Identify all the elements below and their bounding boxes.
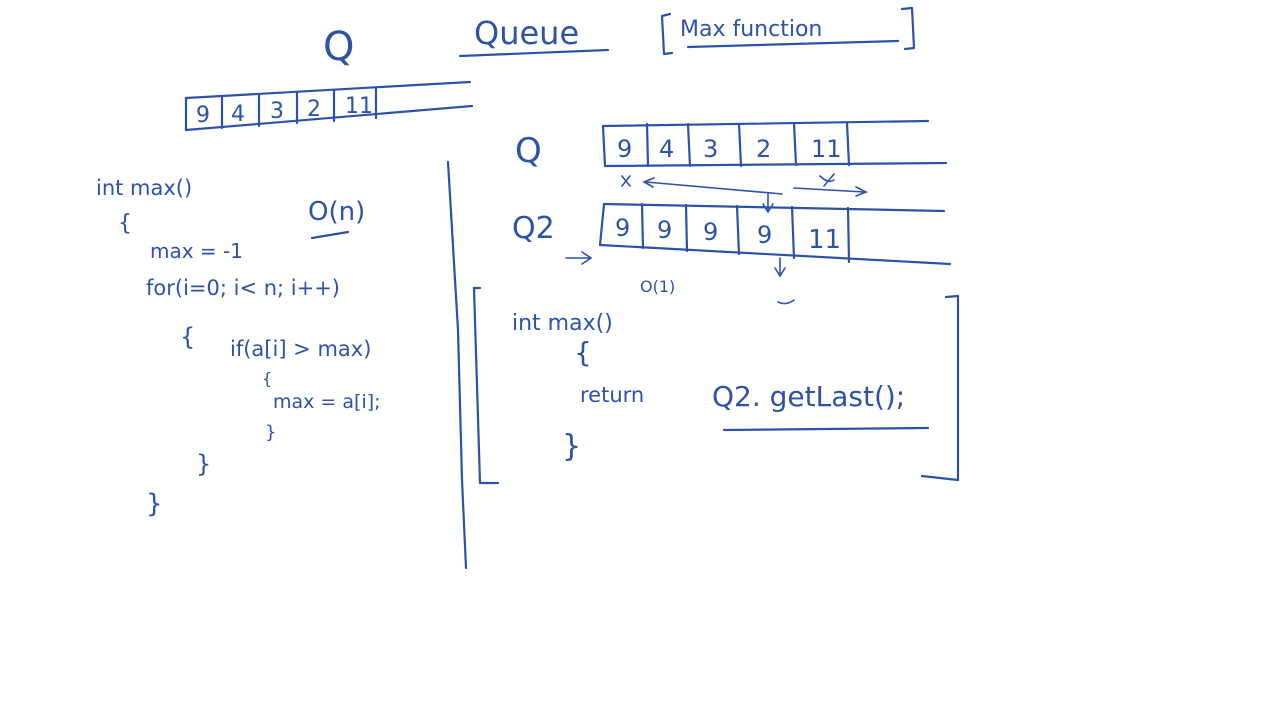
top-queue-array: 9 4 3 2 11 bbox=[184, 80, 474, 132]
optimized-code-block: O(1) int max() { return Q2. getLast(); } bbox=[472, 277, 960, 485]
q1-cell: 2 bbox=[756, 135, 771, 163]
right-arrow-line bbox=[793, 187, 865, 193]
code-line: int max() bbox=[96, 176, 192, 200]
top-queue-cell: 2 bbox=[307, 97, 321, 122]
code-right-bracket bbox=[920, 294, 960, 482]
q1-cell: 11 bbox=[811, 135, 842, 163]
code-line: { bbox=[262, 369, 272, 388]
code-line: if(a[i] > max) bbox=[230, 337, 371, 361]
top-queue-cell: 4 bbox=[231, 102, 245, 127]
q1-cell: 3 bbox=[703, 135, 718, 163]
small-mark-icon bbox=[777, 299, 795, 305]
subtitle-left-bracket bbox=[660, 12, 674, 56]
optimized-open-brace: { bbox=[574, 336, 592, 369]
q1-cell: 9 bbox=[617, 135, 632, 163]
arrow-down-icon bbox=[774, 257, 786, 278]
cross-mark-icon bbox=[819, 173, 835, 187]
optimized-return-keyword: return bbox=[580, 383, 644, 407]
code-line: } bbox=[146, 489, 163, 519]
q2-cell: 9 bbox=[757, 221, 772, 249]
q1-label: Q bbox=[515, 131, 542, 171]
optimized-complexity-label: O(1) bbox=[640, 277, 675, 296]
q2-array: Q2 9 9 9 9 11 bbox=[512, 202, 952, 305]
code-line: for(i=0; i< n; i++) bbox=[146, 276, 340, 300]
arrow-head-left-icon bbox=[642, 177, 655, 188]
naive-complexity-label: O(n) bbox=[308, 197, 365, 227]
section-divider bbox=[446, 160, 468, 570]
code-left-bracket bbox=[472, 286, 500, 485]
arrow-right-icon bbox=[565, 251, 593, 265]
header-subtitle: Max function bbox=[680, 17, 822, 42]
q2-cell: 9 bbox=[615, 214, 630, 242]
header-q-label: Q bbox=[323, 24, 354, 70]
code-line: } bbox=[196, 450, 211, 478]
q1-cell: 4 bbox=[659, 135, 674, 163]
return-expression-underline bbox=[722, 426, 930, 432]
code-line: max = -1 bbox=[150, 239, 243, 263]
code-line: max = a[i]; bbox=[273, 391, 381, 413]
header-title-underline bbox=[458, 48, 610, 58]
q2-cell: 9 bbox=[703, 218, 718, 246]
q2-cell: 9 bbox=[657, 216, 672, 244]
top-queue-cell: 9 bbox=[196, 103, 210, 128]
q1-array: Q 9 4 3 2 11 bbox=[515, 119, 948, 171]
header-title: Queue bbox=[474, 14, 579, 52]
optimized-return-expression: Q2. getLast(); bbox=[712, 380, 905, 413]
subtitle-right-bracket bbox=[900, 6, 916, 51]
optimized-close-brace: } bbox=[562, 429, 581, 464]
header-subtitle-underline bbox=[686, 39, 900, 49]
code-line: { bbox=[118, 211, 132, 236]
cross-mark-icon bbox=[621, 175, 631, 187]
q2-label: Q2 bbox=[512, 211, 555, 246]
code-line: { bbox=[180, 323, 195, 351]
top-queue-cell: 3 bbox=[270, 99, 284, 124]
naive-code-block: int max() { max = -1 for(i=0; i< n; i++)… bbox=[96, 176, 381, 519]
top-queue-cell: 11 bbox=[345, 94, 373, 119]
optimized-signature: int max() bbox=[512, 311, 613, 336]
code-line: } bbox=[265, 422, 276, 443]
left-arrow-line bbox=[645, 181, 783, 195]
arrow-head-right-icon bbox=[855, 186, 868, 197]
naive-complexity-underline bbox=[310, 230, 350, 240]
q2-cell: 11 bbox=[808, 225, 841, 255]
